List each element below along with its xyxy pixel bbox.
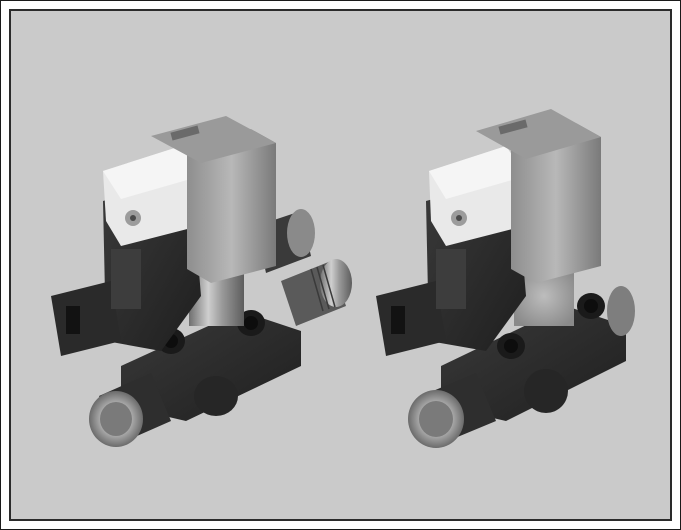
left-valve <box>51 116 352 447</box>
right-solenoid-block <box>511 123 601 283</box>
photo-panel <box>9 9 672 521</box>
left-solenoid-block <box>187 129 276 283</box>
right-valve <box>376 109 635 448</box>
product-photo <box>51 109 635 448</box>
